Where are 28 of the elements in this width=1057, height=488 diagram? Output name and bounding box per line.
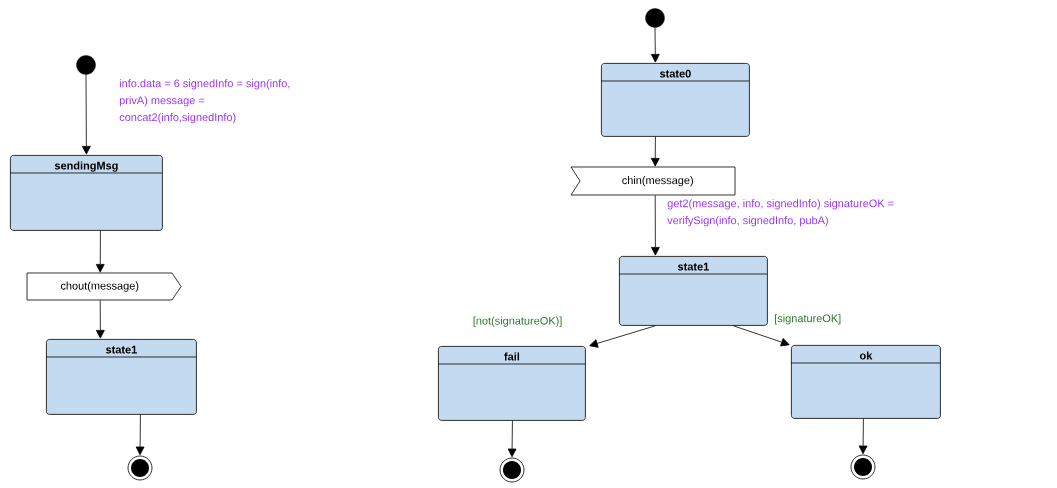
edge-label: [signatureOK] — [775, 314, 841, 325]
receive-signal: chin(message) — [570, 166, 736, 196]
arrow — [858, 418, 868, 455]
state-box: fail — [437, 346, 586, 421]
initial-state — [76, 55, 96, 75]
final-state — [127, 455, 153, 481]
edge-label: get2(message, info, signedInfo) signatureOK = verifySign(info, signedInfo, pubA) — [667, 199, 894, 227]
arrow — [135, 414, 145, 456]
arrow — [589, 325, 656, 348]
arrow — [650, 136, 660, 167]
arrow — [733, 325, 790, 347]
arrow — [95, 230, 105, 273]
state-box: state0 — [600, 63, 750, 137]
arrow — [82, 74, 91, 155]
state-box: ok — [790, 345, 941, 419]
arrow — [96, 300, 105, 339]
edge-label: info.data = 6 signedInfo = sign(info, privA) message = concat2(info,signedInfo) — [119, 79, 290, 124]
state-box: sendingMsg — [9, 155, 163, 231]
arrow — [651, 195, 660, 256]
final-state — [850, 454, 876, 480]
state-box: state1 — [618, 256, 768, 326]
state-box: state1 — [45, 339, 197, 415]
send-signal: chout(message) — [26, 272, 182, 301]
final-state — [499, 457, 525, 483]
arrow — [507, 420, 517, 458]
arrow — [650, 27, 660, 63]
initial-state — [645, 8, 665, 28]
edge-label: [not(signatureOK)] — [473, 316, 562, 327]
